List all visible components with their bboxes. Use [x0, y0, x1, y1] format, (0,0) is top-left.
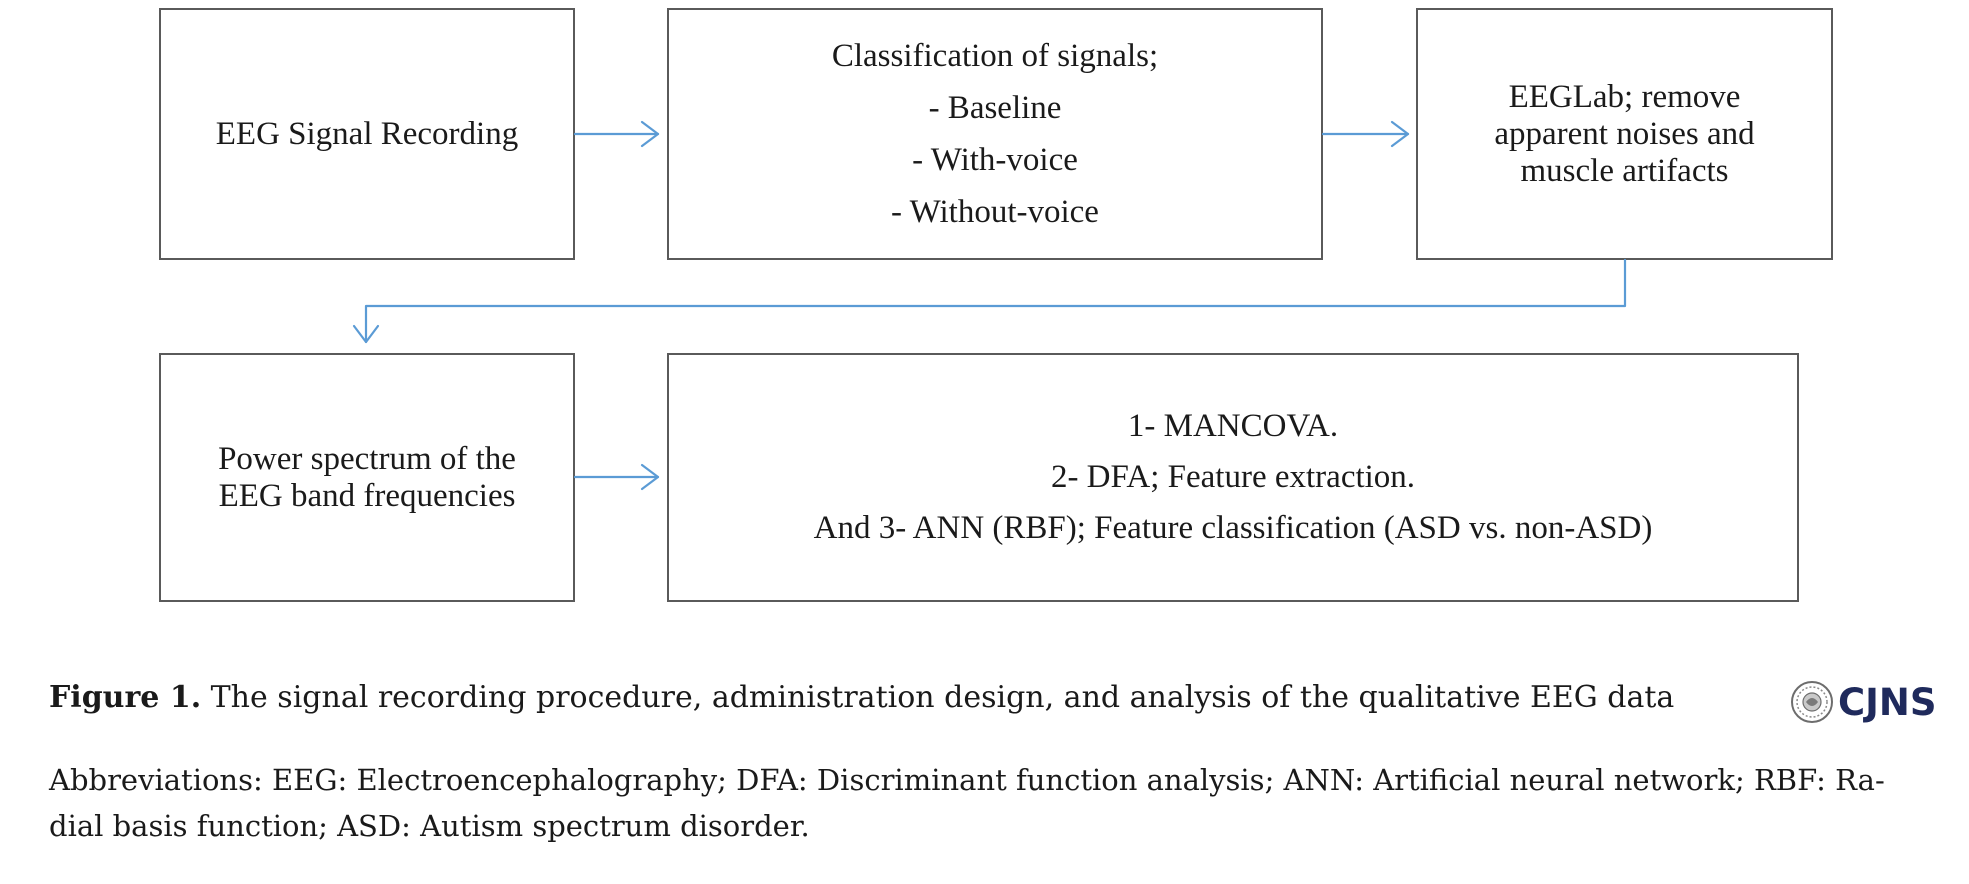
- box-text: muscle artifacts: [1520, 152, 1729, 189]
- arrow-power-spectrum-to-analysis: [573, 463, 660, 491]
- box-text: apparent noises and: [1494, 115, 1755, 152]
- box-power-spectrum: Power spectrum of the EEG band frequenci…: [159, 353, 575, 602]
- arrow-classification-to-eeglab: [1321, 120, 1410, 148]
- box-text: - Without-voice: [891, 194, 1099, 230]
- journal-seal-icon: [1791, 681, 1833, 723]
- box-eeg-signal-recording: EEG Signal Recording: [159, 8, 575, 260]
- box-text: - Baseline: [928, 90, 1062, 126]
- box-analysis-steps: 1- MANCOVA. 2- DFA; Feature extraction. …: [667, 353, 1799, 602]
- box-text: 2- DFA; Feature extraction.: [1050, 459, 1416, 495]
- journal-logo-text: CJNS: [1838, 680, 1937, 724]
- figure-label: Figure 1.: [49, 680, 202, 715]
- box-text: Power spectrum of the: [218, 440, 516, 477]
- box-text: EEG Signal Recording: [215, 115, 519, 152]
- box-text: - With-voice: [912, 142, 1078, 178]
- box-text: Classification of signals;: [831, 38, 1159, 74]
- abbreviations-note: Abbreviations: EEG: Electroencephalograp…: [49, 763, 1885, 843]
- arrow-eeglab-to-power-spectrum: [352, 258, 1627, 344]
- box-text: 1- MANCOVA.: [1127, 408, 1339, 444]
- box-text: And 3- ANN (RBF); Feature classification…: [813, 510, 1653, 546]
- box-eeglab-artifact-removal: EEGLab; remove apparent noises and muscl…: [1416, 8, 1833, 260]
- box-text: EEG band frequencies: [218, 477, 516, 514]
- box-classification-of-signals: Classification of signals; - Baseline - …: [667, 8, 1323, 260]
- journal-logo: CJNS: [1790, 679, 1937, 725]
- figure-caption-text: The signal recording procedure, administ…: [201, 680, 1675, 715]
- figure-caption: Figure 1. The signal recording procedure…: [49, 680, 1674, 715]
- box-text: EEGLab; remove: [1508, 78, 1741, 115]
- arrow-recording-to-classification: [573, 120, 660, 148]
